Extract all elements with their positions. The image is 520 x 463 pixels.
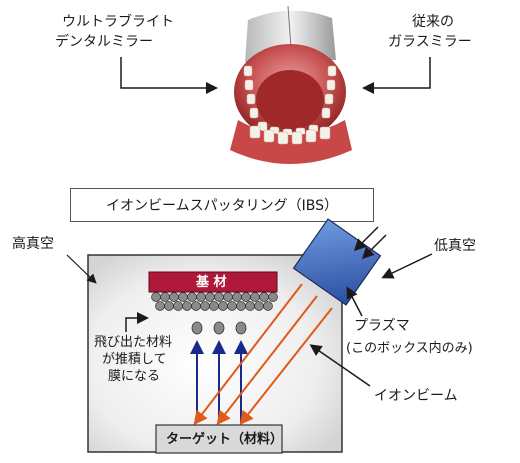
low-vacuum-label: 低真空 [434, 238, 476, 254]
left-pointer-arrow [120, 57, 218, 94]
process-title-box: イオンビームスパッタリング（IBS） [70, 188, 374, 222]
mirror-label-ultrabright-line1: ウルトラブライト [62, 14, 174, 30]
ion-beam-lines [193, 283, 333, 426]
gas-inlet-arrows [353, 226, 387, 260]
right-pointer-arrow [362, 57, 431, 94]
high-vacuum-label: 高真空 [12, 236, 54, 252]
sputtered-particles [191, 321, 247, 335]
ion-beam-label: イオンビーム [374, 388, 458, 404]
plasma-label-line1: プラズマ [354, 318, 410, 334]
substrate-label: 基 材 [196, 275, 227, 290]
ion-beam-pointer [309, 344, 371, 387]
dental-mirror-illustration [230, 5, 352, 164]
low-vacuum-pointer [381, 253, 433, 279]
deposited-film [151, 292, 278, 311]
mirror-label-ultrabright-line2: デンタルミラー [55, 34, 153, 50]
high-vacuum-pointer [66, 254, 97, 284]
deposit-pointer [125, 312, 149, 332]
plasma-ion-source-box [292, 218, 382, 306]
target-label: ターゲット（材料） [166, 432, 284, 447]
process-title: イオンビームスパッタリング（IBS） [106, 198, 338, 214]
deposit-label-line2: が推積して [102, 352, 167, 367]
deposit-label-line3: 膜になる [108, 369, 161, 384]
plasma-label-line2: (このボックス内のみ) [346, 341, 473, 356]
mirror-label-conventional-line1: 従来の [412, 14, 454, 30]
target-block [155, 424, 283, 454]
mirror-label-conventional-line2: ガラスミラー [388, 34, 472, 50]
deposit-label-line1: 飛び出た材料 [94, 335, 173, 350]
substrate-bar [148, 271, 278, 293]
plasma-pointer [346, 286, 363, 317]
